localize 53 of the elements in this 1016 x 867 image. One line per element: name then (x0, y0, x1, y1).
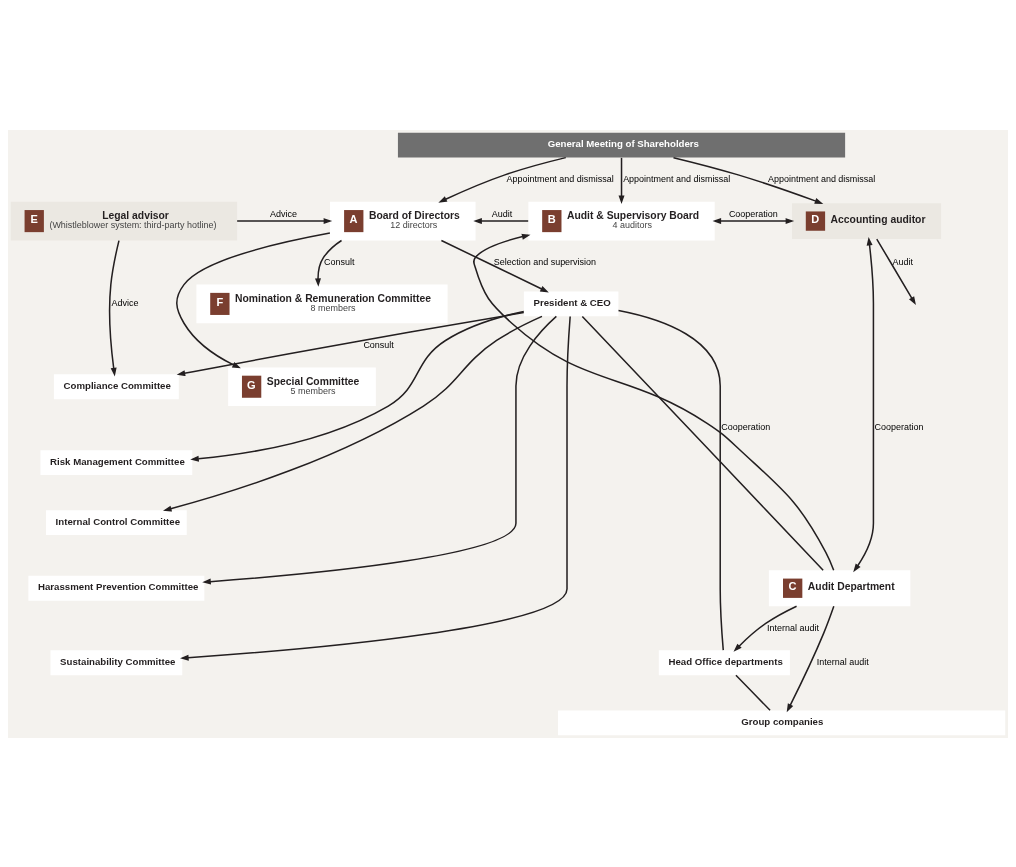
edge-label: Audit (491, 208, 513, 219)
arrow (473, 217, 529, 224)
arrow (853, 236, 875, 572)
node-box: Compliance Committee (53, 373, 179, 399)
node-box: A Board of Directors 12 directors (329, 201, 476, 240)
node-box: B Audit & Supervisory Board 4 auditors (528, 201, 715, 240)
edge-label: Appointment and dismissal (768, 173, 876, 184)
arrow (712, 217, 795, 224)
node-box: President & CEO (523, 291, 619, 316)
edge-label: Selection and supervision (493, 256, 597, 267)
arrow (733, 605, 798, 652)
node-box: Harassment Prevention Committee (28, 575, 205, 601)
arrow (618, 156, 625, 204)
edge-label: Internal audit (816, 656, 869, 667)
connector (735, 674, 771, 711)
connector (581, 315, 824, 571)
arrow (108, 239, 120, 376)
arrow (176, 231, 331, 368)
edge-label: Audit (892, 256, 913, 267)
edge-label: Internal audit (767, 622, 819, 633)
arrow (472, 233, 835, 571)
edge-label: Advice (270, 208, 297, 219)
arrow (176, 311, 525, 376)
arrow (440, 239, 549, 292)
arrow (672, 156, 824, 204)
node-box: Head Office departments (658, 649, 790, 675)
arrow (314, 239, 343, 287)
node-box: D Accounting auditor (792, 202, 942, 239)
node-box: General Meeting of Shareholders (397, 132, 846, 158)
arrow (236, 217, 333, 224)
edge-label: Advice (111, 297, 139, 308)
arrow (162, 315, 543, 511)
edge-label: Appointment and dismissal (506, 173, 614, 184)
connector (617, 309, 724, 651)
arrow (180, 315, 571, 661)
edge-label: Consult (363, 339, 394, 350)
node-box: G Special Committee 5 members (228, 366, 376, 406)
arrow (202, 315, 558, 585)
node-box: Sustainability Committee (50, 649, 183, 675)
node-box: E Legal advisor (Whistleblower system: third-party hotline) (10, 201, 238, 240)
arrow (190, 310, 525, 462)
node-box: F Nomination & Remuneration Committee 8 members (196, 284, 448, 323)
node-box: Risk Management Committee (40, 449, 193, 475)
edge-label: Cooperation (721, 421, 771, 432)
edge-label: Cooperation (728, 208, 778, 219)
arrow (786, 605, 835, 712)
edge-label: Cooperation (874, 421, 924, 432)
edge-label: Consult (324, 256, 355, 267)
arrow (438, 156, 567, 203)
node-box: C Audit Department (768, 569, 911, 606)
node-box: Internal Control Committee (45, 509, 187, 535)
node-box: Group companies (558, 709, 1006, 735)
edge-label: Appointment and dismissal (623, 173, 731, 184)
